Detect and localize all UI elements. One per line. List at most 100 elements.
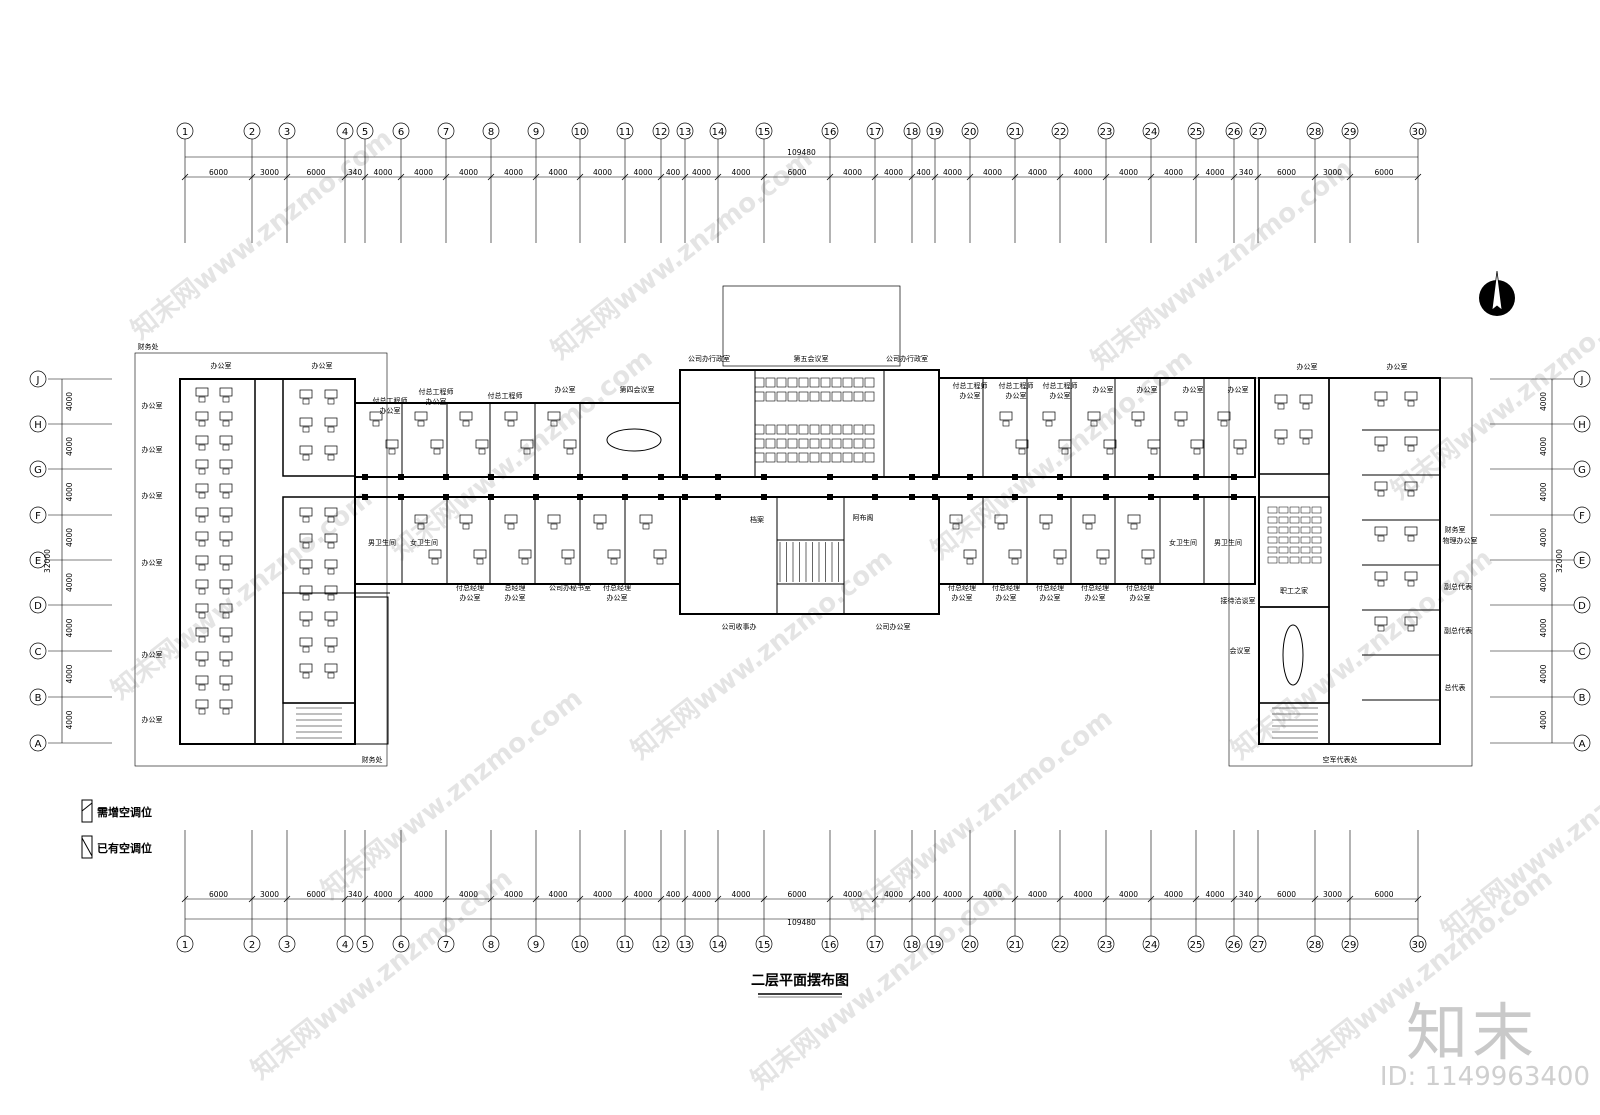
axis-label: 22 [1054, 940, 1067, 951]
chair [997, 523, 1005, 530]
room-label: 办公室 [996, 593, 1017, 602]
axis-bubble [278, 935, 296, 953]
print-rack [1300, 556, 1311, 564]
structural-column [577, 494, 583, 500]
chair [372, 420, 380, 427]
dimension-text: 6000 [1277, 168, 1296, 177]
structural-column [533, 474, 539, 480]
dimension-text: 4000 [1539, 664, 1548, 683]
left-annex [354, 596, 389, 745]
chair [776, 438, 787, 449]
room-label: 付总经理 [1036, 583, 1064, 592]
chair [388, 448, 396, 455]
axis-label: J [36, 375, 40, 386]
chair [327, 672, 335, 679]
axis-label: A [35, 739, 42, 750]
dimension-tick [931, 895, 939, 903]
chair [417, 523, 425, 530]
room-label: 办公室 [380, 406, 401, 415]
desk [195, 651, 209, 661]
chair [1045, 420, 1053, 427]
chair [302, 568, 310, 575]
desk [1299, 429, 1313, 439]
desk [1087, 411, 1101, 421]
axis-label: 3 [284, 940, 290, 951]
desk [219, 699, 233, 709]
desk [195, 507, 209, 517]
watermark-text: 知末网www.znzmo.com [1226, 543, 1498, 765]
chair [864, 377, 875, 388]
print-rack [1300, 506, 1311, 514]
structural-column [1057, 474, 1063, 480]
structural-column [1148, 474, 1154, 480]
watermark-text: 知末网www.znzmo.com [1386, 283, 1600, 505]
room-label: 办公室 [1387, 362, 1408, 371]
desk [1404, 526, 1418, 536]
desk [219, 627, 233, 637]
desk [414, 411, 428, 421]
structural-column [1193, 474, 1199, 480]
watermark-text: 知末网www.znzmo.com [1086, 153, 1358, 375]
axis-label: C [35, 647, 42, 658]
chair [1407, 445, 1415, 452]
roof-canopy [722, 285, 901, 367]
room-label: 办公室 [960, 391, 981, 400]
axis-label: 17 [869, 940, 882, 951]
structural-column [398, 474, 404, 480]
room-label: 公司办行政室 [688, 354, 730, 363]
conference-table [1282, 624, 1304, 686]
dimension-text: 4000 [1539, 710, 1548, 729]
axis-label: 19 [929, 127, 942, 138]
desk [324, 585, 338, 595]
watermark-text: 知末网www.znzmo.com [386, 343, 658, 565]
dimension-text: 4000 [65, 482, 74, 501]
axis-bubble [926, 122, 944, 140]
axis-bubble [29, 734, 47, 752]
dimension-text: 6000 [306, 890, 325, 899]
print-rack [1267, 526, 1278, 534]
dimension-text: 4000 [1205, 168, 1224, 177]
dimension-text: 4000 [1164, 168, 1183, 177]
axis-label: 26 [1228, 940, 1241, 951]
dimension-tick [1230, 173, 1238, 181]
dimension-text: 4000 [983, 890, 1002, 899]
axis-label: 29 [1344, 127, 1357, 138]
dimension-text: 4000 [1119, 168, 1138, 177]
dimension-tick [576, 895, 584, 903]
structural-column [488, 474, 494, 480]
chair [1377, 535, 1385, 542]
axis-label: G [1578, 465, 1586, 476]
desk [195, 387, 209, 397]
axis-label: 9 [533, 940, 539, 951]
desk [1404, 436, 1418, 446]
axis-label: 13 [679, 127, 692, 138]
chair [550, 420, 558, 427]
dimension-tick [1311, 173, 1319, 181]
room-label: 办公室 [1137, 385, 1158, 394]
chair [564, 558, 572, 565]
desk [195, 675, 209, 685]
axis-label: 6 [398, 940, 404, 951]
dimension-tick [1230, 895, 1238, 903]
axis-bubble [1225, 935, 1243, 953]
dimension-text: 4000 [593, 168, 612, 177]
axis-label: 4 [342, 127, 348, 138]
right-axis-grid: JHGFEDCBA4000400040004000400040004000400… [1490, 370, 1591, 752]
chair [523, 448, 531, 455]
dimension-text: 4000 [1539, 392, 1548, 411]
chair [1377, 625, 1385, 632]
print-rack [1300, 526, 1311, 534]
print-rack [1267, 536, 1278, 544]
dimension-text: 4000 [593, 890, 612, 899]
dimension-tick [1102, 895, 1110, 903]
chair [776, 424, 787, 435]
desk [1141, 549, 1155, 559]
desk [561, 549, 575, 559]
structural-column [1193, 494, 1199, 500]
chair [198, 420, 206, 427]
chair [787, 438, 798, 449]
print-rack [1278, 526, 1289, 534]
chair [864, 424, 875, 435]
axis-bubble [1573, 596, 1591, 614]
